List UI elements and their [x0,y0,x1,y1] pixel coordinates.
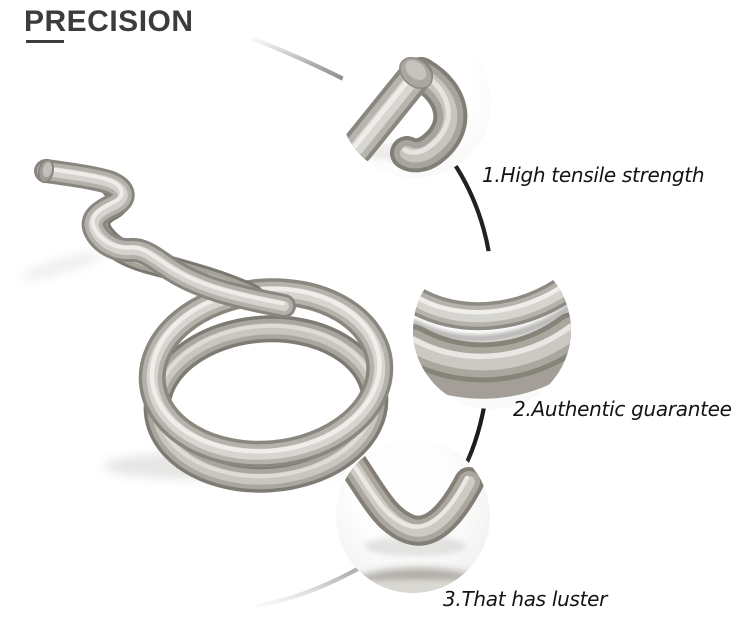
polished-bend-closeup-photo [336,439,490,593]
hook-segment [390,57,468,173]
wire-tip-cap [37,158,55,184]
feature-label-3: 3.That has luster [443,587,608,611]
wire-tip-closeup-photo [339,26,491,178]
feature-label-1: 1.High tensile strength [482,163,705,187]
bent-wire-elbow [336,447,484,546]
double-coil-closeup-photo [413,251,571,409]
upper-coil-wire [413,270,571,331]
rod-cut-face [399,56,433,90]
title-underline [26,40,64,43]
rod-segment [340,58,433,165]
lower-coil-wire [413,312,571,383]
wire-front-strand [34,159,296,318]
page-title: PRECISION [24,5,194,38]
feature-label-2: 2.Authentic guarantee [513,397,732,421]
